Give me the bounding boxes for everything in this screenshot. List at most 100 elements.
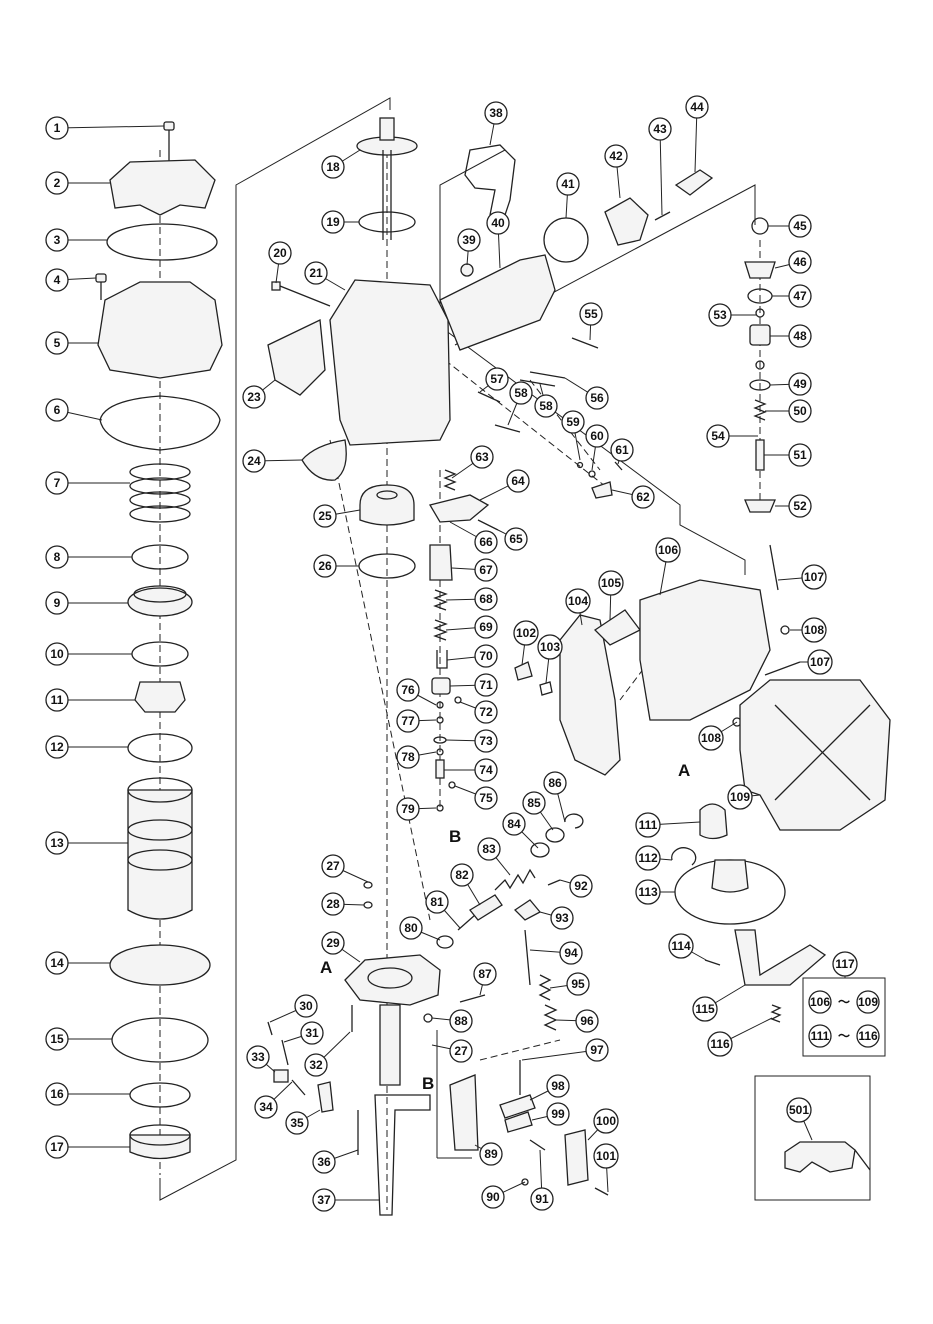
callout-circle-40 [486, 211, 510, 235]
callout-circle-55 [579, 302, 603, 326]
callout-112: 112 [635, 845, 661, 871]
pin-92 [547, 879, 561, 886]
callout-circle-18 [321, 155, 345, 179]
callout-circle-60 [585, 424, 609, 448]
o-ring-77 [436, 716, 444, 724]
callout-circle-81 [425, 890, 449, 914]
callout-label-50: 50 [793, 404, 807, 418]
callout-53: 53 [708, 303, 732, 327]
callout-label-84: 84 [507, 817, 521, 831]
callout-circle-29 [321, 931, 345, 955]
bumper-11 [134, 681, 186, 713]
callout-circle-65 [504, 527, 528, 551]
spring-69 [433, 619, 448, 641]
callout-20: 20 [268, 241, 292, 265]
ring-12 [127, 733, 193, 763]
callout-label-34: 34 [259, 1100, 273, 1114]
callout-circle-p107b [807, 649, 833, 675]
callout-label-41: 41 [561, 177, 575, 191]
callout-circle-34 [254, 1095, 278, 1119]
callout-circle-1 [45, 116, 69, 140]
ring-60 [588, 470, 596, 478]
callout-label-95: 95 [571, 977, 585, 991]
callout-circle-36 [312, 1150, 336, 1174]
callout-label-86: 86 [548, 776, 562, 790]
callout-93: 93 [550, 906, 574, 930]
o-ring-72 [454, 696, 462, 704]
callout-label-76: 76 [401, 683, 415, 697]
callout-83: 83 [477, 837, 501, 861]
callout-94: 94 [559, 941, 583, 965]
callout-circle-39 [457, 228, 481, 252]
callout-73: 73 [474, 729, 498, 753]
callout-circle-38 [484, 101, 508, 125]
callout-26: 26 [313, 554, 337, 578]
callout-circle-p27b [449, 1039, 473, 1063]
callout-circle-31 [300, 1021, 324, 1045]
callout-label-67: 67 [479, 563, 493, 577]
callout-circle-33 [246, 1045, 270, 1069]
callout-87: 87 [473, 962, 497, 986]
callout-circle-27 [321, 854, 345, 878]
callout-80: 80 [399, 916, 423, 940]
callout-71: 71 [474, 673, 498, 697]
washer-84 [530, 842, 550, 858]
callout-circle-24 [242, 449, 266, 473]
callout-104: 104 [565, 588, 591, 614]
callout-circle-8 [45, 545, 69, 569]
callout-circle-7 [45, 471, 69, 495]
callout-label-60: 60 [590, 429, 604, 443]
o-ring-79 [436, 804, 444, 812]
callout-circle-69 [474, 615, 498, 639]
callout-47: 47 [788, 284, 812, 308]
callout-64: 64 [506, 469, 530, 493]
callout-bubbles: 1234567891011121314151617181920212324252… [45, 95, 858, 1212]
callout-circle-77 [396, 709, 420, 733]
callout-label-2: 2 [54, 176, 61, 190]
callout-label-116: 116 [710, 1037, 730, 1051]
bolt-4 [95, 273, 107, 300]
callout-24: 24 [242, 449, 266, 473]
callout-circle-28 [321, 892, 345, 916]
callout-99: 99 [546, 1102, 570, 1126]
callout-circle-73 [474, 729, 498, 753]
callout-label-113: 113 [638, 885, 658, 899]
callout-label-13: 13 [50, 836, 64, 850]
nose-29 [344, 954, 441, 1006]
callout-label-27: 27 [326, 859, 340, 873]
callout-85: 85 [522, 791, 546, 815]
callout-label-38: 38 [489, 106, 503, 120]
callout-label-107: 107 [804, 570, 824, 584]
callout-circle-71 [474, 673, 498, 697]
callout-3: 3 [45, 228, 69, 252]
leader-1 [56, 125, 165, 129]
callout-circle-76 [396, 678, 420, 702]
plate-23 [267, 319, 326, 396]
callout-label-5: 5 [54, 336, 61, 350]
callout-label-88: 88 [454, 1014, 468, 1028]
callout-67: 67 [474, 558, 498, 582]
callout-label-19: 19 [326, 215, 340, 229]
callout-label-10: 10 [50, 647, 64, 661]
callout-label-104: 104 [568, 594, 588, 608]
callout-circle-86 [543, 771, 567, 795]
callout-label-112: 112 [638, 851, 658, 865]
callout-circle-112 [635, 845, 661, 871]
callout-circle-2 [45, 171, 69, 195]
callout-96: 96 [575, 1009, 599, 1033]
callout-circle-11 [45, 688, 69, 712]
callout-circle-35 [285, 1111, 309, 1135]
callout-circle-44 [685, 95, 709, 119]
callout-circle-62 [631, 485, 655, 509]
callout-circle-45 [788, 214, 812, 238]
ring-86 [564, 813, 584, 829]
callout-label-25: 25 [318, 509, 332, 523]
callout-113: 113 [635, 879, 661, 905]
callout-label-103: 103 [540, 640, 560, 654]
callout-circle-93 [550, 906, 574, 930]
o-ring-76 [436, 701, 444, 709]
cover-42 [604, 197, 649, 246]
callout-114: 114 [668, 933, 694, 959]
callout-circle-49 [788, 372, 812, 396]
callout-54: 54 [706, 424, 730, 448]
